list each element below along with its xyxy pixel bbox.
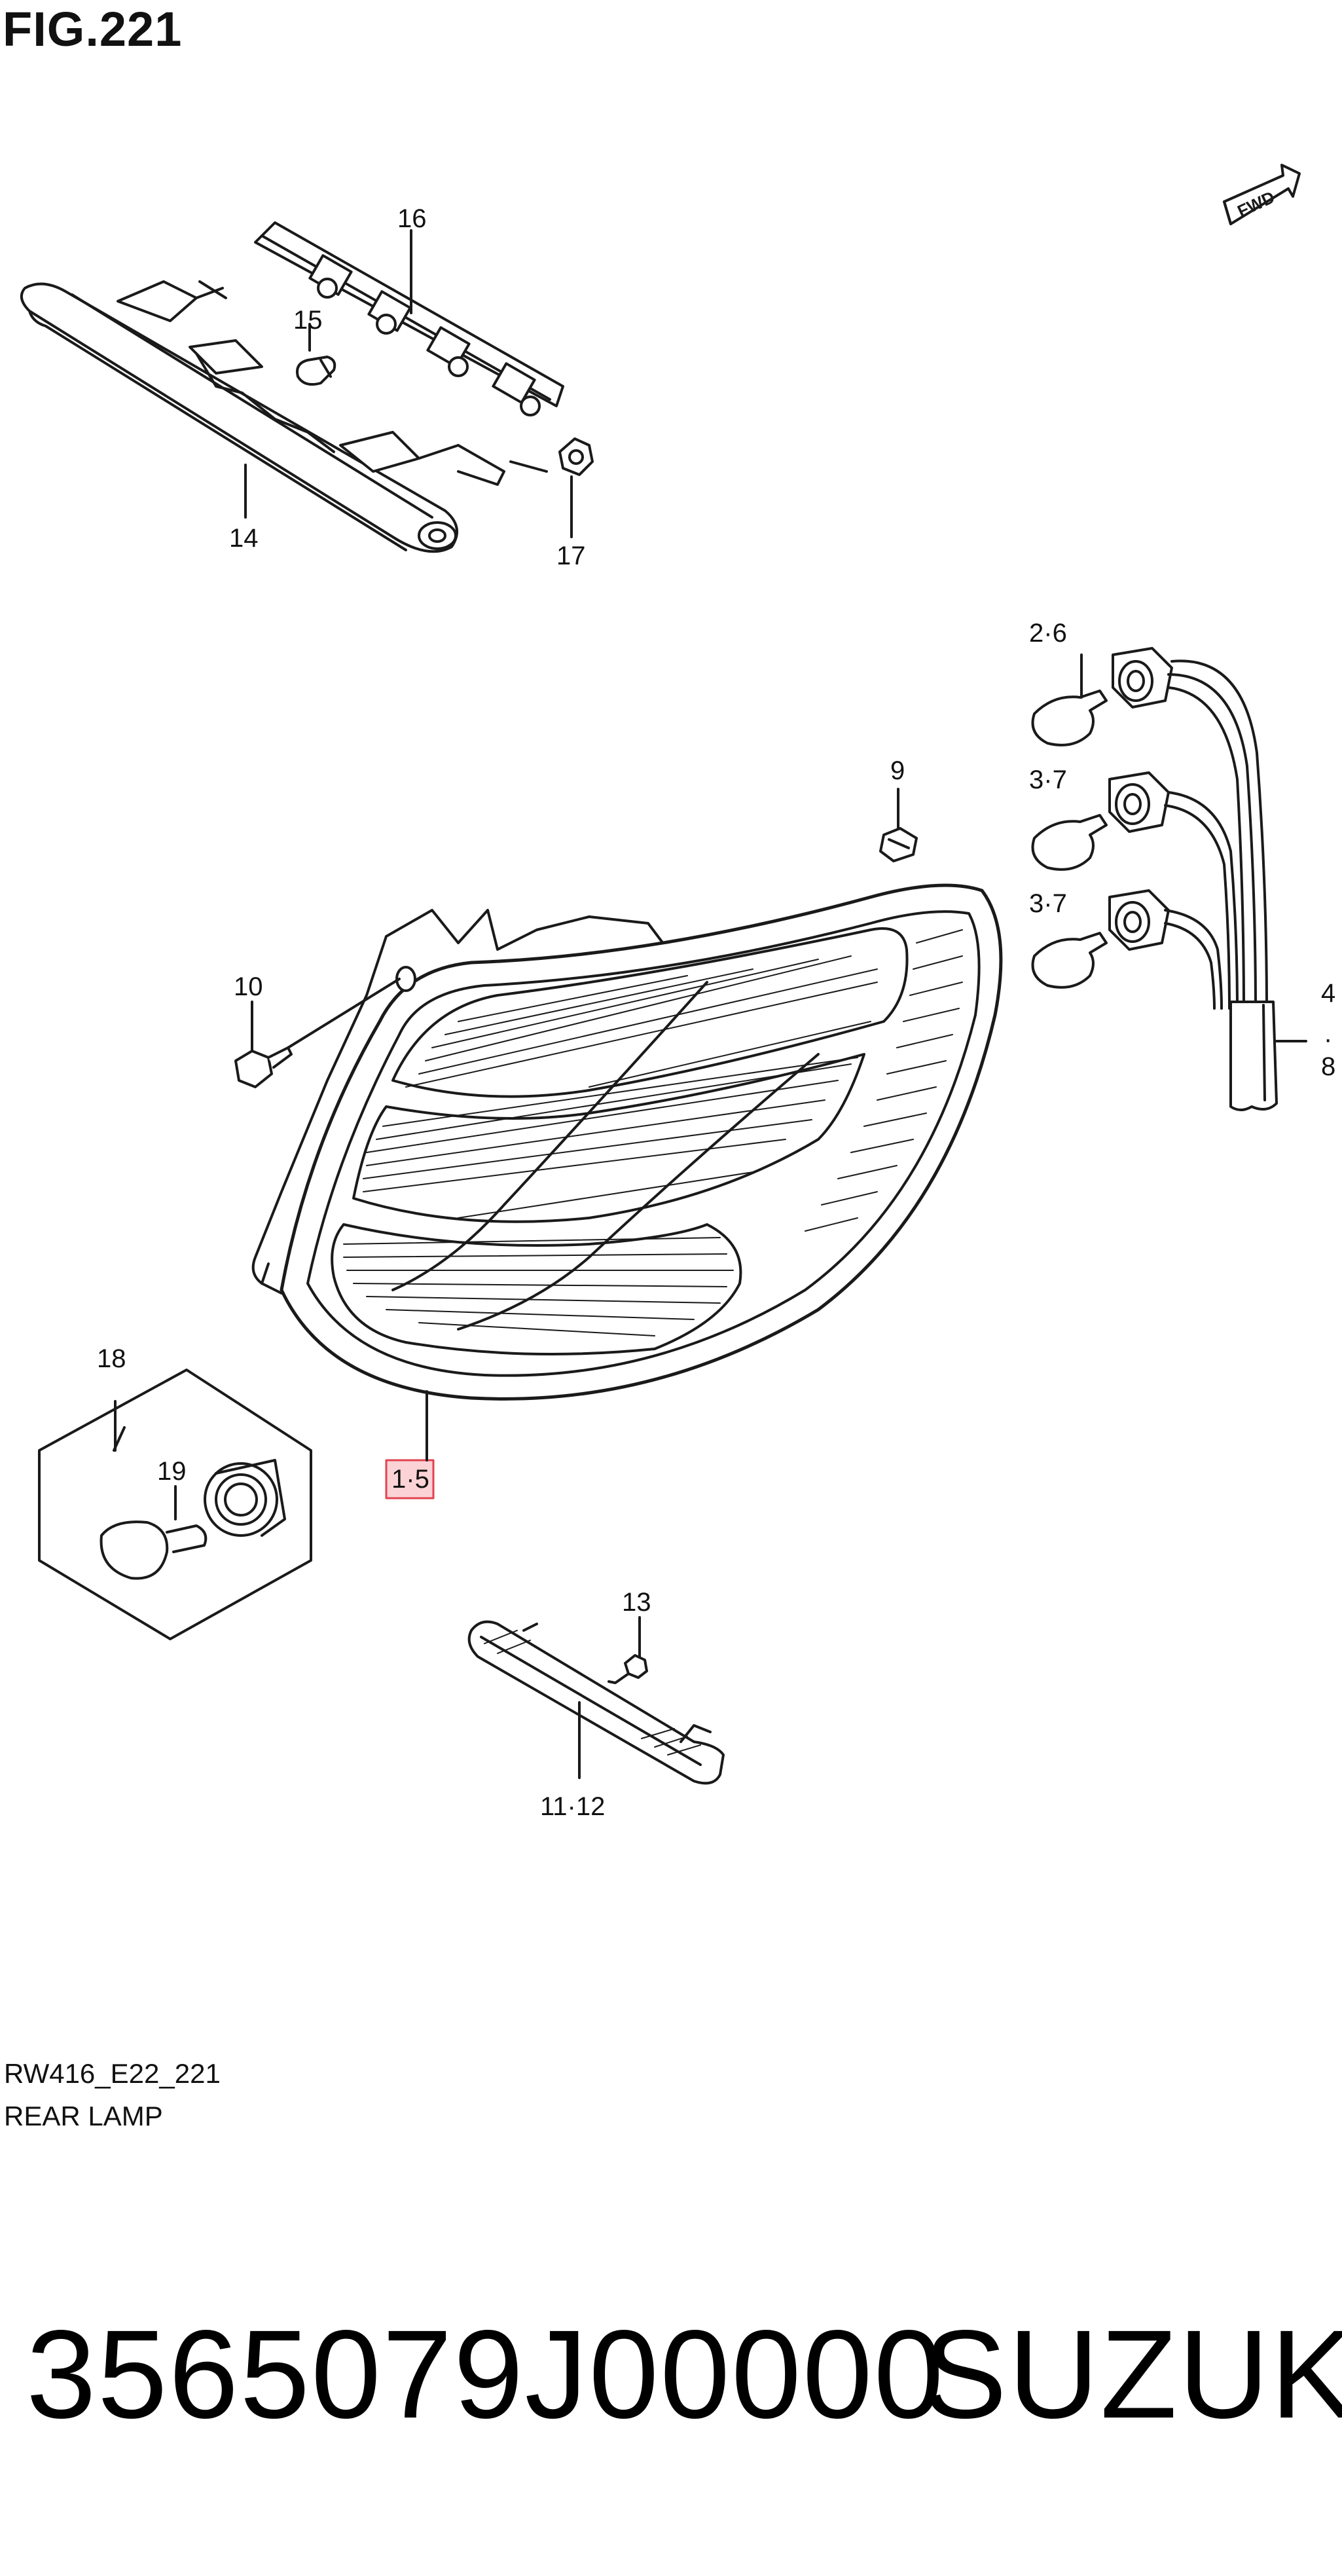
bulb-socket-upper[interactable] (1031, 647, 1173, 746)
nut-17[interactable] (558, 437, 594, 476)
callout-highlight-1-5 (385, 1459, 435, 1500)
screw-13[interactable] (608, 1654, 648, 1684)
callout-13: 13 (622, 1588, 651, 1617)
callout-3-7-bottom: 3·7 (1029, 889, 1067, 918)
socket-wiring[interactable] (1164, 659, 1307, 1111)
callout-19: 19 (157, 1457, 187, 1486)
figure-title: FIG.221 (3, 2, 183, 56)
callout-8: 8 (1321, 1052, 1335, 1081)
side-turn-lamp-box[interactable] (38, 1369, 312, 1640)
rear-combination-lamp[interactable] (251, 883, 1003, 1401)
callout-15: 15 (293, 306, 323, 335)
figure-code: RW416_E22_221 (4, 2058, 221, 2089)
callout-2-6: 2·6 (1029, 619, 1067, 648)
brand-name: SUZUKI (923, 2304, 1342, 2444)
part-number: 3565079J00000 (26, 2304, 945, 2444)
lamp-harness[interactable] (254, 221, 564, 416)
wedge-bulb-15[interactable] (296, 356, 336, 386)
bulb-socket-middle[interactable] (1031, 771, 1170, 871)
fwd-arrow-icon (1223, 164, 1301, 225)
callout-11-12: 11·12 (540, 1792, 605, 1821)
callout-4-dot: · (1324, 1025, 1332, 1054)
callout-3-7-top: 3·7 (1029, 765, 1067, 794)
figure-name: REAR LAMP (4, 2101, 163, 2131)
callout-14: 14 (229, 524, 259, 553)
callout-10: 10 (234, 972, 263, 1001)
diagram-drawing: FWD 16 15 14 17 2·6 9 3·7 3·7 4 · 8 10 1… (20, 164, 1335, 1821)
callout-16: 16 (397, 204, 427, 233)
rear-reflector[interactable] (467, 1620, 725, 1785)
clip-9[interactable] (879, 827, 918, 862)
callout-1-5: 1·5 (391, 1465, 429, 1494)
high-mount-stop-lamp[interactable] (20, 280, 548, 553)
callout-4: 4 (1321, 979, 1335, 1008)
callout-18: 18 (97, 1344, 126, 1373)
bulb-socket-lower[interactable] (1031, 889, 1170, 989)
callout-17: 17 (556, 542, 586, 570)
callout-9: 9 (890, 756, 905, 785)
parts-diagram: FIG.221 (3, 2, 1336, 2131)
